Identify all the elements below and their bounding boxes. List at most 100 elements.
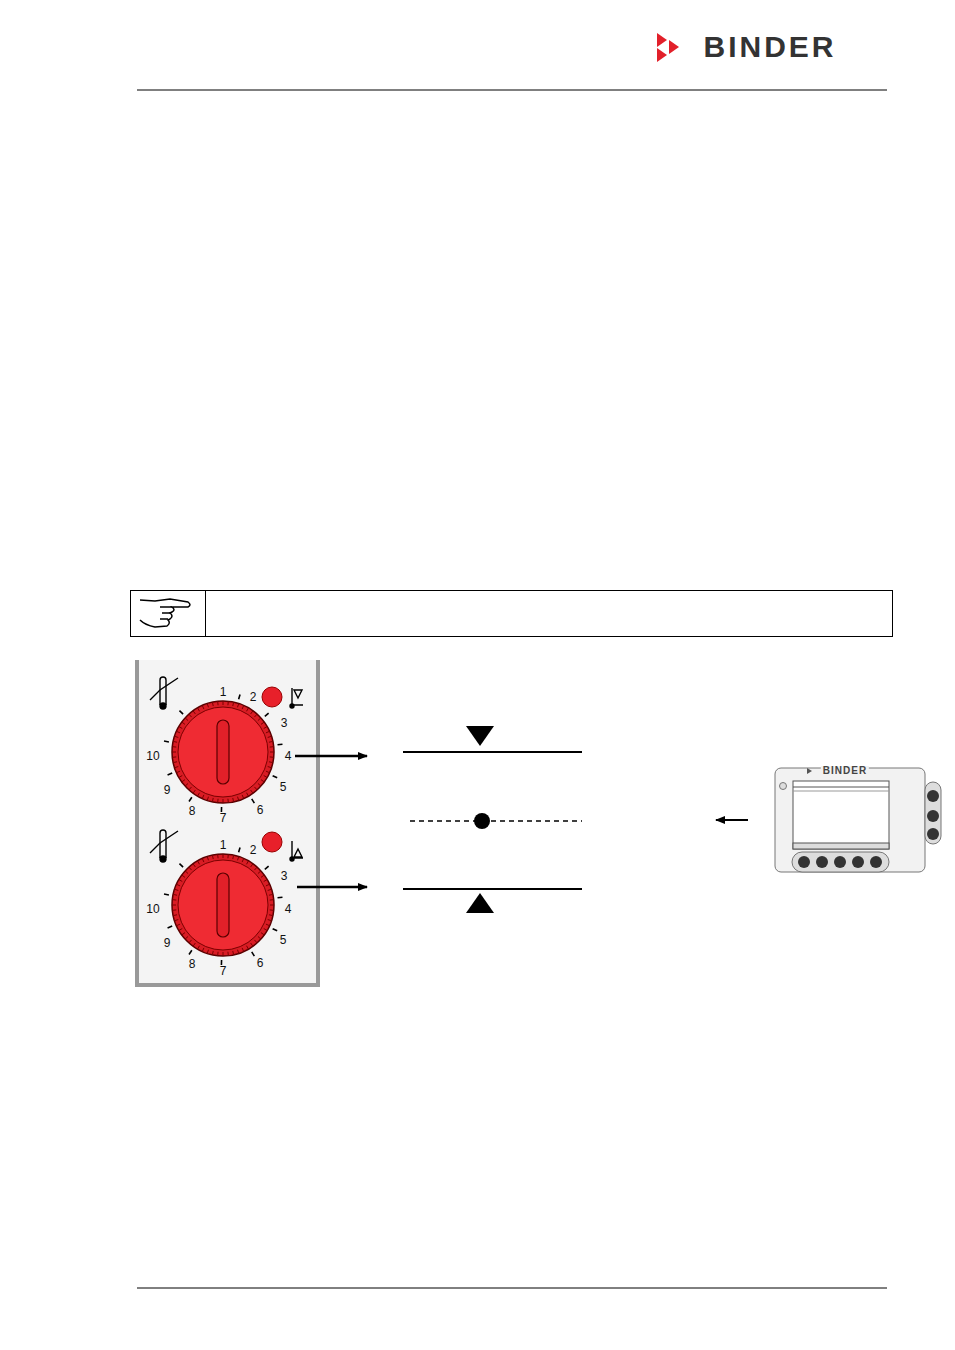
knurl: [176, 771, 180, 773]
knurl: [173, 894, 177, 896]
knurl: [223, 799, 224, 803]
knurl: [269, 894, 273, 896]
knurl: [232, 855, 234, 859]
lower-limit-line: [403, 888, 582, 890]
scale-tick: [239, 847, 240, 852]
knurl: [212, 702, 214, 706]
dial-pointer: [217, 720, 229, 784]
down-triangle: [466, 726, 494, 746]
scale-number: 8: [189, 958, 196, 970]
scale-number: 5: [280, 781, 287, 793]
knurl: [185, 783, 188, 786]
knurl: [268, 767, 272, 768]
scale-number: 10: [146, 903, 159, 915]
knurl: [270, 899, 274, 900]
logo-mark: [657, 33, 679, 62]
knurl: [176, 884, 180, 886]
knurl: [185, 936, 188, 939]
up-triangle: [466, 893, 494, 913]
indicator-lamp: [262, 687, 282, 707]
knurl: [269, 741, 273, 743]
knurl: [232, 951, 234, 955]
scale-tick: [189, 950, 192, 954]
header-rule: [137, 90, 887, 91]
knurl: [189, 940, 192, 943]
knurl: [266, 771, 270, 773]
scale-tick: [278, 896, 283, 898]
knurl: [182, 875, 185, 877]
knurl: [217, 854, 218, 858]
scale-number: 9: [164, 937, 171, 949]
controller: [775, 768, 941, 872]
knurl: [212, 798, 214, 802]
knurl: [232, 702, 234, 706]
knurl: [172, 905, 176, 906]
scale-tick: [273, 776, 278, 778]
knurl: [202, 795, 204, 799]
knurl: [179, 929, 182, 931]
knurl: [189, 787, 192, 790]
knurl: [254, 940, 257, 943]
knurl: [227, 799, 228, 803]
knurl: [172, 909, 176, 910]
scale-number: 2: [250, 844, 257, 856]
hand-icon: [140, 599, 190, 627]
footer-rule: [137, 1288, 887, 1289]
scale-tick: [168, 926, 173, 928]
scale-tick: [168, 773, 173, 775]
knurl: [238, 797, 239, 801]
knurl: [179, 776, 182, 778]
knurl: [264, 727, 267, 729]
knurl: [198, 861, 200, 864]
knurl: [176, 731, 180, 733]
knurl: [258, 871, 261, 874]
scale-number: 5: [280, 934, 287, 946]
knurl: [193, 943, 195, 946]
knurl: [198, 793, 200, 796]
knurl: [247, 946, 249, 949]
knurl: [185, 871, 188, 874]
knurl: [268, 889, 272, 890]
scale-number: 7: [220, 812, 227, 824]
knurl: [242, 795, 244, 799]
knurl: [193, 711, 195, 714]
knurl: [247, 861, 249, 864]
scale-number: 3: [281, 717, 288, 729]
pointer-arrow: [297, 886, 367, 889]
scale-number: 9: [164, 784, 171, 796]
knurl: [185, 718, 188, 721]
knurl: [232, 798, 234, 802]
knurl: [223, 701, 224, 705]
scale-tick: [265, 866, 269, 869]
knurl: [258, 783, 261, 786]
scale-number: 8: [189, 805, 196, 817]
knurl: [269, 914, 273, 916]
scale-tick: [164, 893, 169, 896]
knurl: [202, 705, 204, 709]
knurl: [266, 731, 270, 733]
knurl: [217, 799, 218, 803]
knurl: [264, 929, 267, 931]
knurl: [202, 948, 204, 952]
knurl: [254, 787, 257, 790]
knurl: [172, 752, 176, 753]
scale-tick: [189, 797, 192, 801]
knurl: [207, 950, 208, 954]
knurl: [172, 899, 176, 900]
knurl: [179, 727, 182, 729]
knurl: [270, 905, 274, 906]
indicator-lamp: [262, 832, 282, 852]
knurl: [251, 864, 253, 867]
knurl: [193, 864, 195, 867]
setpoint-line: [410, 820, 582, 822]
knurl: [189, 867, 192, 870]
knurl: [189, 714, 192, 717]
knurl: [251, 943, 253, 946]
knurl: [174, 767, 178, 768]
knurl: [198, 708, 200, 711]
knurl: [212, 855, 214, 859]
dial-knob: [164, 847, 282, 965]
controller-brand: BINDER: [821, 766, 869, 776]
scale-number: 1: [220, 686, 227, 698]
